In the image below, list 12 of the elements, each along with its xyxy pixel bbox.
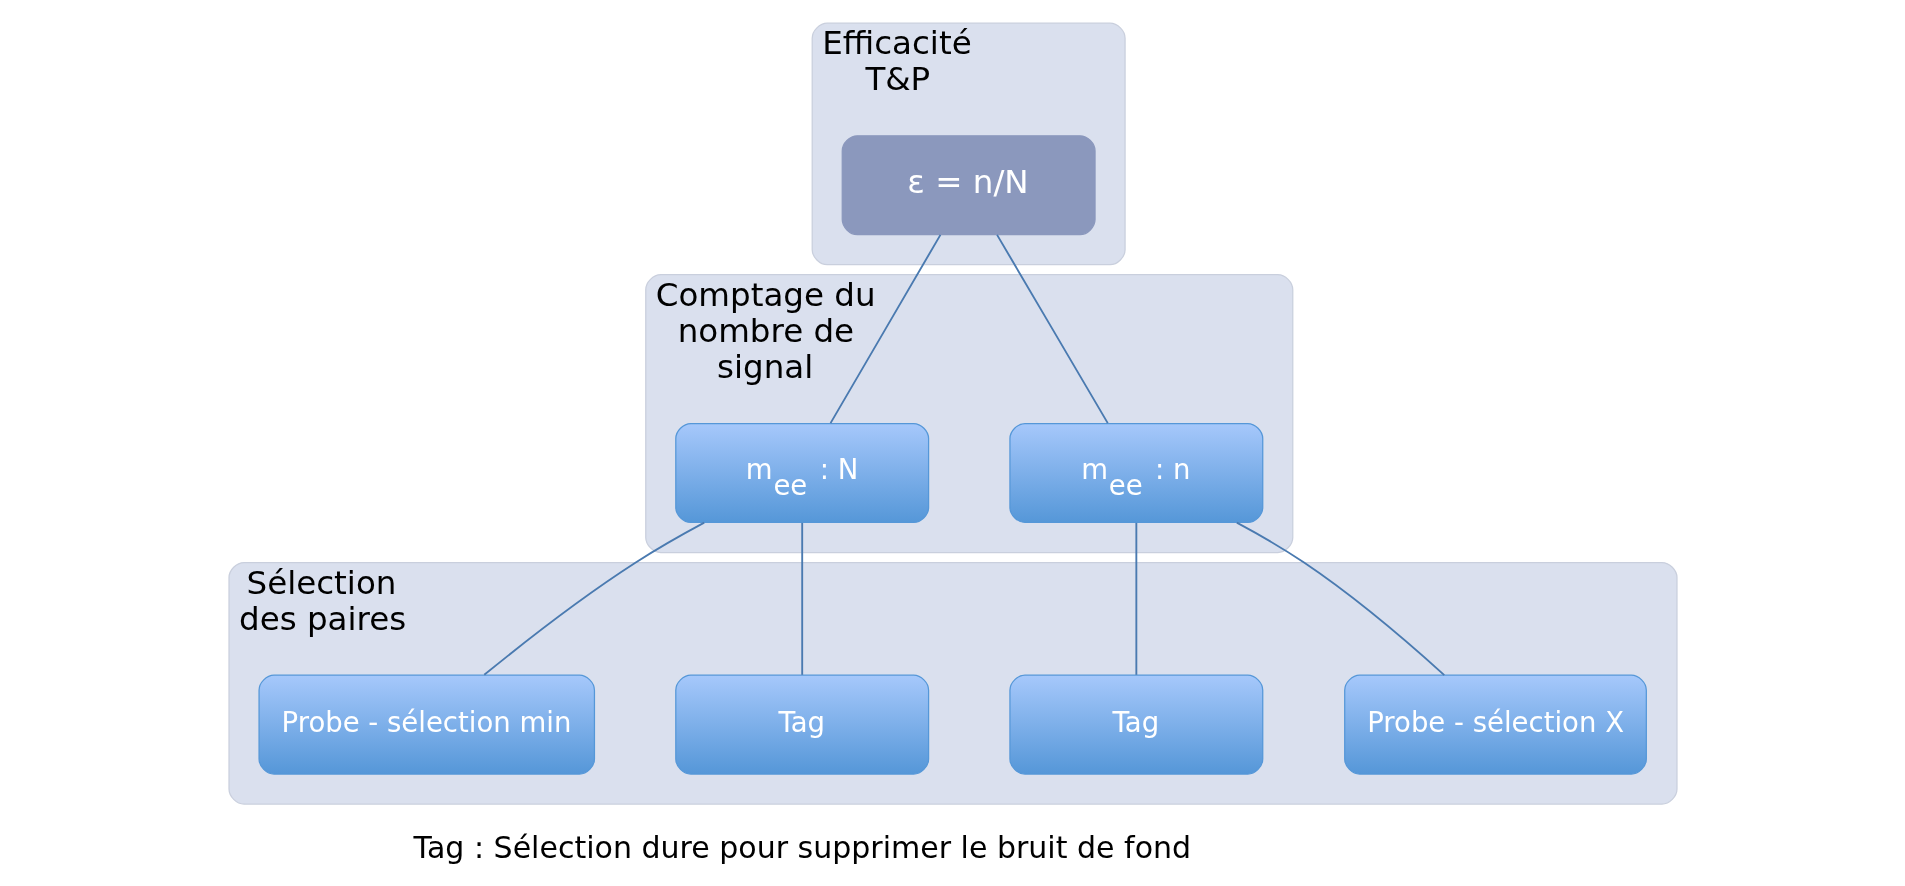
- connector: [995, 233, 1109, 425]
- connector: [1134, 521, 1137, 676]
- node-box: Probe - sélection X: [1343, 674, 1647, 775]
- node-box: Tag: [674, 674, 929, 775]
- connector: [1235, 521, 1445, 676]
- connector: [800, 521, 803, 676]
- node-box: Probe - sélection min: [257, 674, 595, 775]
- connector: [482, 521, 705, 676]
- node-box: Tag: [1008, 674, 1263, 775]
- node-box: ε = n/N: [841, 135, 1096, 236]
- connector: [829, 233, 941, 425]
- label: Tag : Sélection dure pour supprimer le bruit de fond: [413, 830, 1191, 866]
